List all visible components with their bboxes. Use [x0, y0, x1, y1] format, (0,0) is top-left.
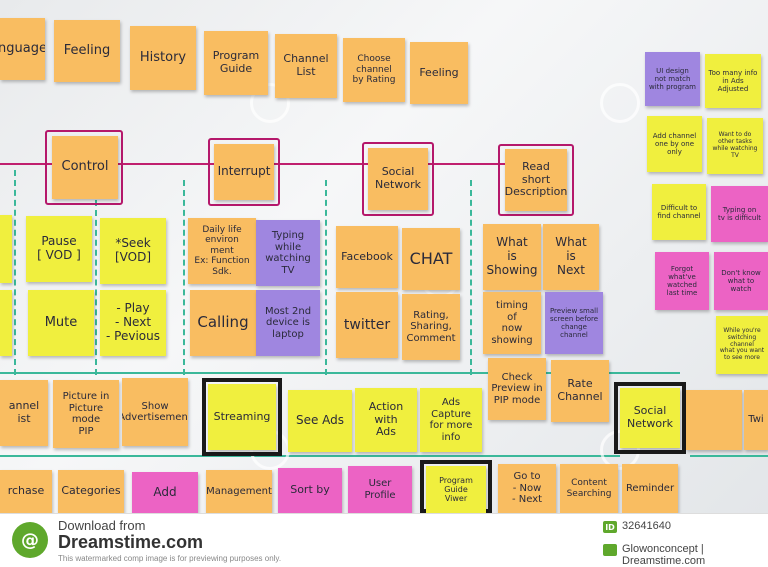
sticky-note: *Seek [VOD] [100, 218, 166, 284]
sticky-note: Channel List [275, 34, 337, 98]
sticky-note: Streaming [208, 384, 276, 450]
sticky-note: History [130, 26, 196, 90]
sticky-note: Pause [ VOD ] [26, 216, 92, 282]
sticky-note: - Play - Next - Pevious [100, 290, 166, 356]
site-name: Dreamstime.com [58, 532, 204, 552]
sticky-note: Go to - Now - Next [498, 464, 556, 513]
sticky-note: nguage [0, 18, 45, 80]
sticky-note [0, 215, 12, 283]
photographer-icon [603, 544, 617, 556]
sticky-note: See Ads [288, 390, 352, 452]
footer-bar: @ Download from Dreamstime.com This wate… [0, 513, 768, 567]
photographer-credit: Glowonconcept | Dreamstime.com [622, 543, 706, 567]
sticky-note: User Profile [348, 466, 412, 513]
group-line [0, 455, 620, 457]
dashed-connector [183, 180, 185, 375]
sticky-note: While you're switching channel what you … [716, 316, 768, 374]
sticky-note: Read short Description [505, 149, 567, 211]
sticky-note: Feeling [54, 20, 120, 82]
sticky-note: Preview small screen before change chann… [545, 292, 603, 354]
sticky-note: Forgot what've watched last time [655, 252, 709, 310]
category-frame [614, 382, 686, 454]
whiteboard-photo: nguage Feeling History Program Guide Cha… [0, 0, 768, 513]
sticky-note: Choose channel by Rating [343, 38, 405, 102]
sticky-note: Check Preview in PIP mode [488, 358, 546, 420]
category-frame [208, 138, 280, 206]
dashed-connector [470, 180, 472, 375]
watermark-swirl-icon [600, 83, 640, 123]
sticky-note: Program Guide [204, 31, 268, 95]
sticky-note: Most 2nd device is laptop [256, 290, 320, 356]
sticky-note: Rate Channel [551, 360, 609, 422]
sticky-note: Content Searching [560, 464, 618, 513]
dashed-connector [325, 180, 327, 375]
sticky-note: What is Next [543, 224, 599, 290]
sticky-note: rchase [0, 470, 52, 513]
sticky-note: Action with Ads [355, 388, 417, 452]
sticky-note: timing of now showing [483, 292, 541, 354]
dashed-connector [14, 170, 16, 375]
sticky-note: Typing on tv is difficult [711, 186, 768, 242]
group-line [0, 372, 680, 374]
sticky-note: Too many info in Ads Adjusted [705, 54, 761, 108]
sticky-note: Program Guide Viwer [426, 466, 486, 513]
sticky-note: twitter [336, 292, 398, 358]
sticky-note: Categories [58, 470, 124, 513]
sticky-note: Management [206, 470, 272, 513]
watermark-swirl-icon [250, 83, 290, 123]
category-frame [362, 142, 434, 216]
sticky-note: Show Advertisement [122, 378, 188, 446]
sticky-note [0, 290, 12, 356]
sticky-note: annel ist [0, 380, 48, 446]
sticky-note: What is Showing [483, 224, 541, 290]
sticky-note: Calling [190, 290, 256, 356]
dreamstime-logo-icon: @ [12, 522, 48, 558]
dashed-connector [95, 200, 97, 375]
sticky-note: Social Network [368, 148, 428, 210]
image-id: 32641640 [622, 520, 671, 532]
sticky-note: Difficult to find channel [652, 184, 706, 240]
category-frame [498, 144, 574, 216]
sticky-note: Interrupt [214, 144, 274, 200]
sticky-note: Sort by [278, 468, 342, 513]
sticky-note: Rating, Sharing, Comment [402, 294, 460, 360]
sticky-note: UI design not match with program [645, 52, 700, 106]
group-line [690, 455, 768, 457]
sticky-note: Picture in Picture mode PIP [53, 380, 119, 448]
sticky-note: Want to do other tasks while watching TV [707, 118, 763, 174]
sticky-note: Twi [744, 390, 768, 450]
sticky-note: Ads Capture for more info [420, 388, 482, 452]
download-label: Download from [58, 518, 146, 533]
sticky-note: Feeling [410, 42, 468, 104]
category-frame [202, 378, 282, 456]
disclaimer: This watermarked comp image is for previ… [58, 554, 282, 563]
id-badge: ID [603, 521, 617, 533]
sticky-note: Add channel one by one only [647, 116, 702, 172]
sticky-note: Don't know what to watch [714, 252, 768, 310]
sticky-note: Control [52, 136, 118, 199]
sticky-note: Social Network [620, 388, 680, 448]
sticky-note: Daily life environ ment Ex: Function Sdk… [188, 218, 256, 284]
category-frame [45, 130, 123, 205]
sticky-note: Add [132, 472, 198, 513]
sticky-note: Reminder [622, 464, 678, 513]
sticky-note: Facebook [336, 226, 398, 288]
sticky-note: Typing while watching TV [256, 220, 320, 286]
sticky-note [686, 390, 742, 450]
sticky-note: CHAT [402, 228, 460, 290]
sticky-note: Mute [28, 290, 94, 356]
